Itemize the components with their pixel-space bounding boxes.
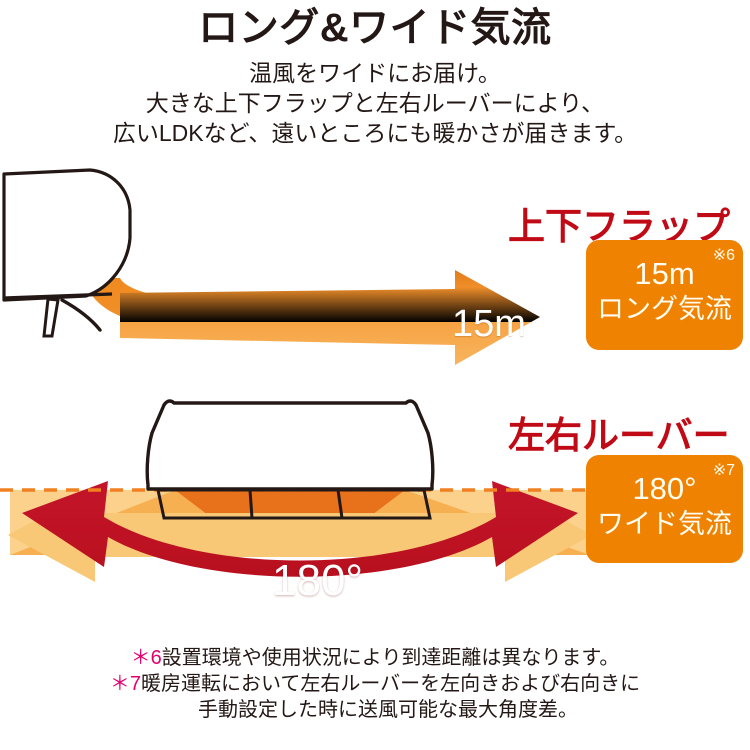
badge-long-airflow: 15m ※6 ロング気流 xyxy=(586,240,743,350)
footnote-6-marker: ＊6 xyxy=(130,647,162,669)
louver-divider-right xyxy=(336,489,344,519)
header: ロング&ワイド気流 温風をワイドにお届け。 大きな上下フラップと左右ルーバーによ… xyxy=(0,0,750,149)
footnote-6-text: 設置環境や使用状況により到達距離は異なります。 xyxy=(161,647,620,669)
badge-wide-value: 180° xyxy=(632,471,697,506)
long-airflow-distance-label: 15m xyxy=(452,303,526,345)
wide-spread-arrow-outline xyxy=(8,488,592,582)
page-title: ロング&ワイド気流 xyxy=(198,6,552,50)
footnote-7-cont: 手動設定した時に送風可能な最大角度差。 xyxy=(0,697,750,723)
updown-flap xyxy=(42,297,60,338)
footnote-7-cont-text: 手動設定した時に送風可能な最大角度差。 xyxy=(198,699,578,721)
badge-wide-footnote-marker: ※7 xyxy=(712,462,735,479)
section-heading-lr-louver: 左右ルーバー xyxy=(508,415,730,456)
badge-wide-caption: ワイド気流 xyxy=(597,508,732,539)
footnote-7-text: 暖房運転において左右ルーバーを左向きおよび右向きに xyxy=(140,673,641,695)
footnotes: ＊6設置環境や使用状況により到達距離は異なります。 ＊7暖房運転において左右ルー… xyxy=(0,645,750,723)
ac-unit-side-bottom-edge xyxy=(3,292,113,300)
wide-airflow-angle-label: 180° xyxy=(272,556,364,605)
subtitle-line-2: 大きな上下フラップと左右ルーバーにより、 xyxy=(145,89,605,116)
louver-divider-left xyxy=(248,489,254,519)
badge-wide-value-row: 180° ※7 xyxy=(596,461,735,507)
air-outlet-lip xyxy=(60,298,102,332)
footnote-6: ＊6設置環境や使用状況により到達距離は異なります。 xyxy=(0,645,750,671)
footnote-7: ＊7暖房運転において左右ルーバーを左向きおよび右向きに xyxy=(0,671,750,697)
ac-unit-side-outline xyxy=(2,168,132,302)
subtitle: 温風をワイドにお届け。 大きな上下フラップと左右ルーバーにより、 広いLDKなど… xyxy=(0,59,750,149)
subtitle-line-3: 広いLDKなど、遠いところにも暖かさが届きます。 xyxy=(112,119,638,146)
badge-long-footnote-marker: ※6 xyxy=(712,247,735,264)
badge-wide-airflow: 180° ※7 ワイド気流 xyxy=(586,455,743,563)
footnote-7-marker: ＊7 xyxy=(109,673,141,695)
badge-long-caption: ロング気流 xyxy=(597,293,732,324)
louver-assembly xyxy=(156,488,432,520)
badge-long-value-row: 15m ※6 xyxy=(596,246,735,292)
long-airflow-arrow xyxy=(120,270,540,365)
wide-airflow-diagram xyxy=(0,399,600,582)
ac-unit-front-outline xyxy=(145,399,435,491)
angle-arc-arrow xyxy=(22,481,578,577)
badge-long-value: 15m xyxy=(634,256,695,291)
subtitle-line-1: 温風をワイドにお届け。 xyxy=(249,60,501,86)
long-airflow-diagram xyxy=(2,168,540,365)
